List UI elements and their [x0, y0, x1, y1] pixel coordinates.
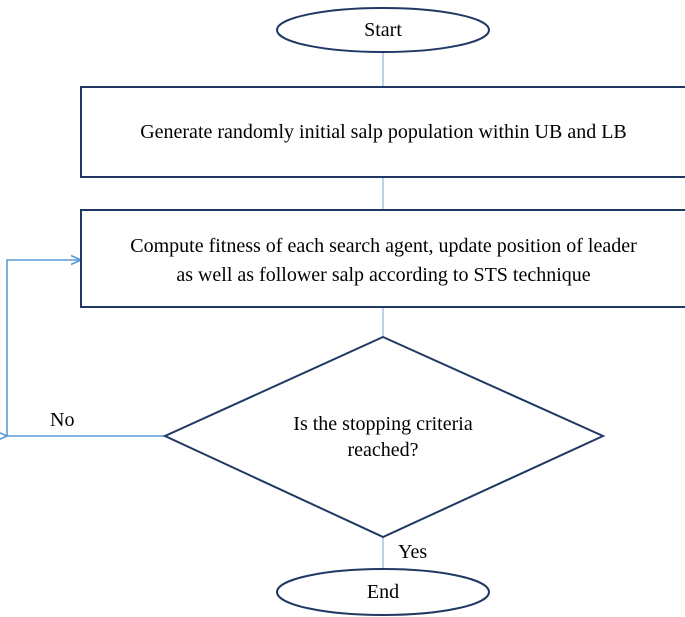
start-node-label: Start	[277, 16, 489, 44]
init-text: Generate randomly initial salp populatio…	[140, 121, 627, 143]
compute-process-label: Compute fitness of each search agent, up…	[81, 232, 685, 290]
end-node-label: End	[277, 578, 489, 606]
end-node	[276, 568, 490, 616]
compute-text-line-1: Compute fitness of each search agent, up…	[130, 235, 637, 257]
compute-text-line-2: as well as follower salp according to ST…	[176, 264, 591, 286]
decision-text-line-2: reached?	[347, 439, 419, 461]
edge-label-yes: Yes	[398, 541, 428, 563]
init-process-box	[80, 86, 685, 178]
decision-diamond	[162, 335, 606, 539]
start-node	[276, 7, 490, 53]
decision-text-line-1: Is the stopping criteria	[293, 413, 473, 435]
init-process-label: Generate randomly initial salp populatio…	[81, 118, 685, 146]
decision-label: Is the stopping criteria reached?	[233, 411, 533, 463]
edge-label-no: No	[50, 409, 75, 431]
connector-no-loop-back	[6, 260, 165, 437]
end-text: End	[366, 581, 400, 603]
start-text: Start	[364, 19, 402, 41]
compute-process-box	[80, 209, 685, 308]
